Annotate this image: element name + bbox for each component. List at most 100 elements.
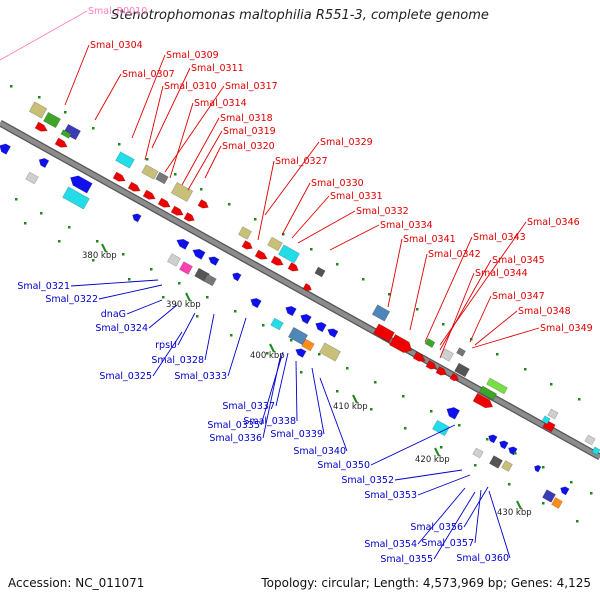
callout-line xyxy=(187,130,223,191)
tick-dot xyxy=(64,111,67,114)
tick-dot xyxy=(68,226,71,229)
gene-block xyxy=(203,273,217,287)
forward-gene-label: Smal_0311 xyxy=(191,63,244,74)
gene-block xyxy=(314,266,326,278)
tick-dot xyxy=(442,323,445,326)
callout-line xyxy=(275,352,289,407)
callout-line xyxy=(319,377,348,452)
tick-dot xyxy=(402,395,405,398)
forward-gene-label: Smal_0345 xyxy=(492,255,545,266)
callout-line xyxy=(394,469,463,481)
scale-label: 420 kbp xyxy=(415,455,450,465)
forward-gene-label: Smal_0334 xyxy=(380,220,433,231)
tick-dot xyxy=(174,173,177,176)
tick-dot xyxy=(508,483,511,486)
forward-gene-label: Smal_0331 xyxy=(330,191,383,202)
reverse-gene-arrow xyxy=(285,305,297,317)
reverse-gene-label: Smal_0340 xyxy=(293,446,346,457)
tick-dot xyxy=(336,390,339,393)
gene-block xyxy=(542,489,556,503)
tick-dot xyxy=(458,424,461,427)
accession-text: Accession: NC_011071 xyxy=(8,576,145,590)
forward-gene-arrow xyxy=(302,283,312,292)
tick-dot xyxy=(388,293,391,296)
gene-block xyxy=(541,415,551,425)
gene-block xyxy=(551,497,563,509)
forward-gene-arrow xyxy=(449,373,459,382)
forward-gene-arrow xyxy=(241,240,253,250)
gene-block xyxy=(155,171,169,185)
reverse-gene-arrow xyxy=(488,434,498,444)
tick-dot xyxy=(228,203,231,206)
callout-line xyxy=(433,491,476,560)
forward-gene-label: Smal_0330 xyxy=(311,178,364,189)
reverse-gene-label: Smal_0335 xyxy=(207,420,260,431)
tick-dot xyxy=(254,218,257,221)
reverse-gene-label: Smal_0336 xyxy=(209,433,262,444)
forward-gene-label: Smal_0344 xyxy=(475,268,528,279)
gene-block xyxy=(591,446,600,456)
forward-gene-label: Smal_0319 xyxy=(223,126,276,137)
gene-block xyxy=(501,460,513,472)
scale-label: 410 kbp xyxy=(333,402,368,412)
gene-block xyxy=(486,377,508,395)
forward-gene-label: Smal_0342 xyxy=(428,249,481,260)
callout-line xyxy=(439,259,492,351)
callout-line xyxy=(474,489,482,544)
callout-line xyxy=(152,331,183,377)
gene-block xyxy=(179,261,193,275)
reverse-gene-arrow xyxy=(250,297,262,309)
forward-gene-label: Smal_0320 xyxy=(222,141,275,152)
tick-dot xyxy=(92,127,95,130)
tick-dot xyxy=(430,410,433,413)
reverse-gene-label: Smal_0325 xyxy=(99,371,152,382)
reverse-gene-arrow xyxy=(300,313,312,325)
gene-block xyxy=(371,304,391,322)
gene-block xyxy=(287,326,309,346)
gene-block xyxy=(489,455,503,469)
callout-line xyxy=(295,360,298,422)
gene-block xyxy=(43,111,61,129)
tick-dot xyxy=(96,240,99,243)
tick-dot xyxy=(370,408,373,411)
reverse-gene-arrow xyxy=(534,464,542,473)
scale-tick xyxy=(101,243,107,253)
callout-line xyxy=(474,310,518,346)
gene-block xyxy=(28,101,48,119)
reverse-gene-arrow xyxy=(499,440,509,450)
reverse-gene-label: rpsU xyxy=(155,340,177,351)
callout-line xyxy=(439,272,475,359)
gene-block xyxy=(60,129,72,139)
callout-line xyxy=(370,424,456,466)
forward-gene-label: Smal_0314 xyxy=(194,98,247,109)
rna-gene-label: Smal_R0010 xyxy=(88,6,147,17)
reverse-gene-label: dnaG xyxy=(101,309,126,320)
tick-dot xyxy=(310,248,313,251)
forward-gene-label: Smal_0307 xyxy=(122,69,175,80)
forward-gene-label: Smal_0304 xyxy=(90,40,143,51)
reverse-gene-label: Smal_0339 xyxy=(270,429,323,440)
forward-gene-label: Smal_0347 xyxy=(492,291,545,302)
forward-gene-arrow xyxy=(54,137,68,148)
gene-block xyxy=(115,151,135,169)
tick-dot xyxy=(40,212,43,215)
reverse-gene-label: Smal_0328 xyxy=(151,355,204,366)
forward-gene-label: Smal_0346 xyxy=(527,217,580,228)
tick-dot xyxy=(404,427,407,430)
gene-block xyxy=(456,347,466,357)
callout-line xyxy=(227,317,247,377)
gene-block xyxy=(440,348,454,362)
gene-block xyxy=(267,236,283,252)
callout-line xyxy=(281,182,311,236)
tick-dot xyxy=(118,143,121,146)
callout-line xyxy=(297,210,356,244)
callout-line xyxy=(260,351,284,426)
gene-block xyxy=(270,317,284,331)
tick-dot xyxy=(570,481,573,484)
gene-block xyxy=(63,123,81,141)
callout-line xyxy=(264,141,320,216)
forward-gene-arrow xyxy=(472,392,494,409)
tick-dot xyxy=(374,381,377,384)
callout-line xyxy=(0,10,88,61)
